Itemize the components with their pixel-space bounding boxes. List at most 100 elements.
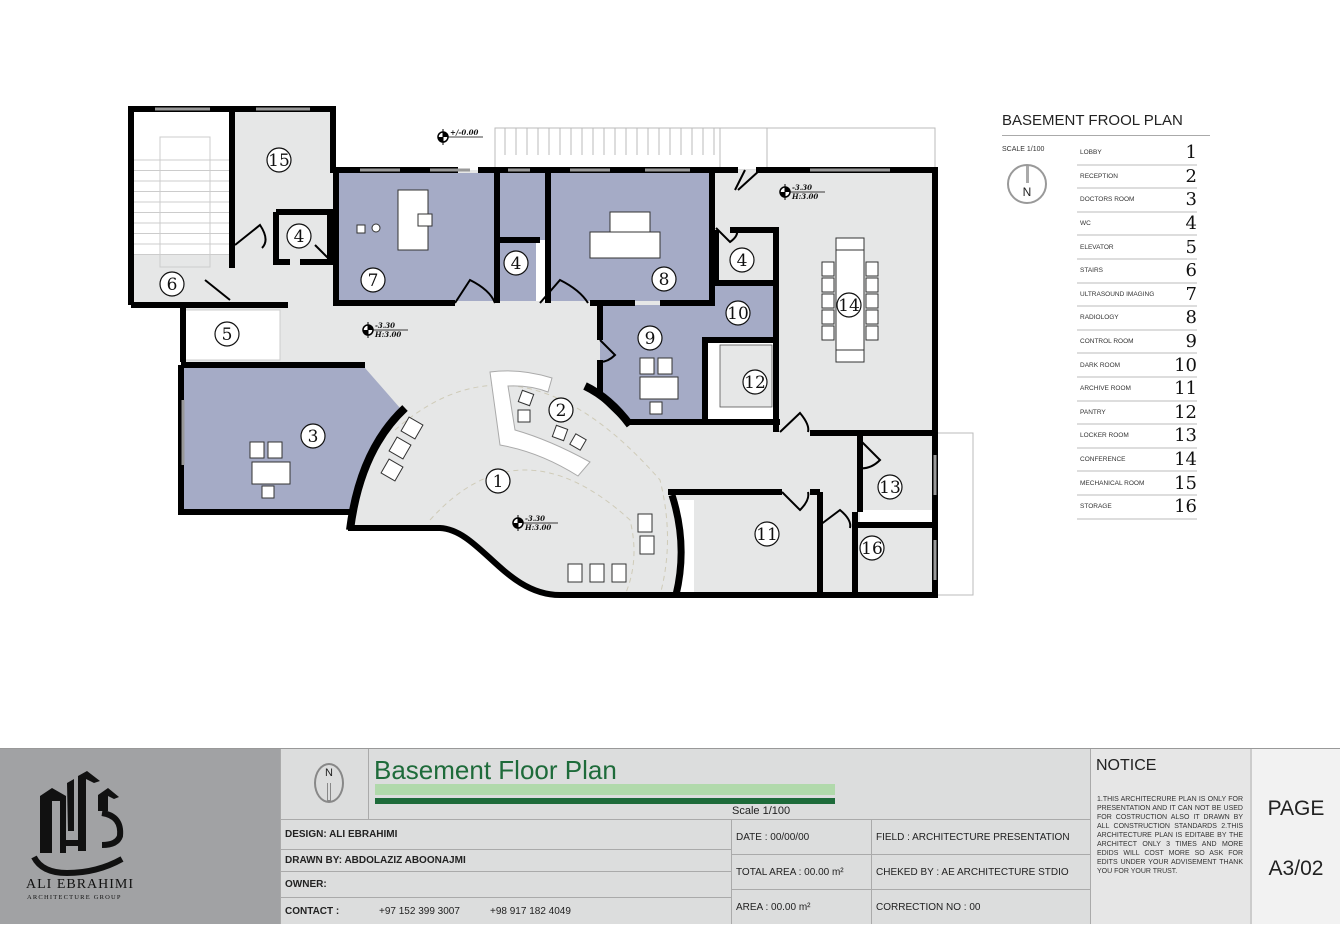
room-number-bubble: 16 [859, 535, 885, 561]
legend-label: STAIRS [1080, 267, 1103, 275]
room-number: 4 [737, 251, 748, 271]
title-block: ALI EBRAHIMI ARCHITECTURE GROUP N Baseme… [0, 748, 1340, 924]
legend-row: STAIRS 6 [1077, 260, 1197, 284]
room-number-bubble: 4 [503, 250, 529, 276]
date-field: DATE : 00/00/00 [731, 819, 871, 854]
legend-label: MECHANICAL ROOM [1080, 479, 1145, 487]
legend-row: DOCTORS ROOM 3 [1077, 189, 1197, 213]
area-field: AREA : 00.00 m² [731, 889, 871, 924]
legend-number: 16 [1174, 496, 1197, 518]
room-number: 4 [294, 227, 305, 247]
legend-number: 1 [1185, 142, 1197, 164]
room-number: 5 [222, 325, 233, 345]
room-number-bubble: 7 [360, 267, 386, 293]
legend-number: 3 [1185, 189, 1197, 211]
legend-label: ELEVATOR [1080, 243, 1114, 251]
legend-number: 2 [1185, 165, 1197, 187]
logo-mark-icon [31, 771, 124, 877]
room-number: 10 [727, 304, 749, 324]
total-area-field: TOTAL AREA : 00.00 m² [731, 854, 871, 889]
room-number-bubble: 4 [729, 247, 755, 273]
legend-row: ARCHIVE ROOM 11 [1077, 378, 1197, 402]
room-number-bubble: 10 [725, 300, 751, 326]
legend-number: 15 [1174, 472, 1197, 494]
room-number-bubble: 6 [159, 271, 185, 297]
room-number: 3 [308, 427, 319, 447]
drawing-scale: Scale 1/100 [732, 805, 791, 817]
room-number: 7 [368, 271, 379, 291]
room-number: 14 [838, 296, 860, 316]
room-number: 16 [861, 539, 883, 559]
level-elevation: +/-0.00 [450, 128, 479, 137]
legend-row: STORAGE 16 [1077, 496, 1197, 520]
page-number: A3/02 [1268, 857, 1324, 880]
legend-scale: SCALE 1/100 [1002, 146, 1045, 153]
room-number-bubble: 11 [754, 521, 780, 547]
legend-label: WC [1080, 220, 1091, 228]
drawing-title: Basement Floor Plan [374, 755, 617, 785]
drawing-info: N Basement Floor Plan Scale 1/100 DESIGN… [280, 749, 1091, 924]
room-number-bubble: 3 [300, 423, 326, 449]
legend-row: DARK ROOM 10 [1077, 354, 1197, 378]
legend-label: DARK ROOM [1080, 361, 1121, 369]
stairs-area [131, 110, 232, 255]
level-marker: -3.30H:3.00 [779, 183, 825, 201]
room-number: 11 [756, 525, 778, 545]
legend-row: LOBBY 1 [1077, 142, 1197, 166]
room-number: 13 [879, 478, 901, 498]
contact-label: CONTACT : [285, 905, 340, 917]
logo-name: ALI EBRAHIMI [26, 877, 135, 892]
drawn-by-field: DRAWN BY: ABDOLAZIZ ABOONAJMI [281, 849, 731, 871]
page-panel: PAGE A3/02 [1252, 749, 1340, 924]
level-elevation: -3.30 [792, 183, 812, 192]
legend-label: STORAGE [1080, 503, 1112, 511]
logo-subtitle: ARCHITECTURE GROUP [27, 894, 122, 901]
room-number-bubble: 9 [637, 325, 663, 351]
room-number-bubble: 15 [266, 147, 292, 173]
legend-number: 10 [1174, 354, 1197, 376]
north-label: N [325, 767, 333, 779]
legend-label: CONTROL ROOM [1080, 338, 1134, 346]
room-number-bubble: 5 [214, 321, 240, 347]
legend-row: MECHANICAL ROOM 15 [1077, 472, 1197, 496]
page-label: PAGE [1267, 797, 1325, 820]
level-elevation: -3.30 [375, 321, 395, 330]
legend-label: PANTRY [1080, 408, 1106, 416]
notice-title: NOTICE [1096, 757, 1157, 774]
room-number-bubble: 2 [548, 397, 574, 423]
room-number-bubble: 1 [485, 468, 511, 494]
phone-2: +98 917 182 4049 [490, 905, 571, 917]
legend-label: ARCHIVE ROOM [1080, 385, 1131, 393]
room-number: 6 [167, 275, 178, 295]
north-arrow-icon: N [1007, 164, 1047, 204]
legend-label: DOCTORS ROOM [1080, 196, 1135, 204]
room-number-bubble: 12 [742, 369, 768, 395]
north-arrow-icon: N [314, 763, 344, 803]
legend-number: 13 [1174, 425, 1197, 447]
room-number: 9 [645, 329, 656, 349]
design-field: DESIGN: ALI EBRAHIMI [281, 819, 731, 849]
legend-label: LOBBY [1080, 149, 1102, 157]
room-number: 12 [744, 373, 766, 393]
legend-number: 14 [1174, 449, 1197, 471]
level-height: H:3.00 [524, 523, 551, 532]
field-field: FIELD : ARCHITECTURE PRESENTATION [871, 819, 1091, 854]
legend-number: 8 [1185, 307, 1197, 329]
room-number: 4 [511, 254, 522, 274]
room-number-bubble: 14 [836, 292, 862, 318]
level-marker: -3.30H:3.00 [512, 514, 558, 532]
room-number: 8 [659, 270, 670, 290]
legend-number: 11 [1174, 378, 1197, 400]
legend-number: 6 [1185, 260, 1197, 282]
